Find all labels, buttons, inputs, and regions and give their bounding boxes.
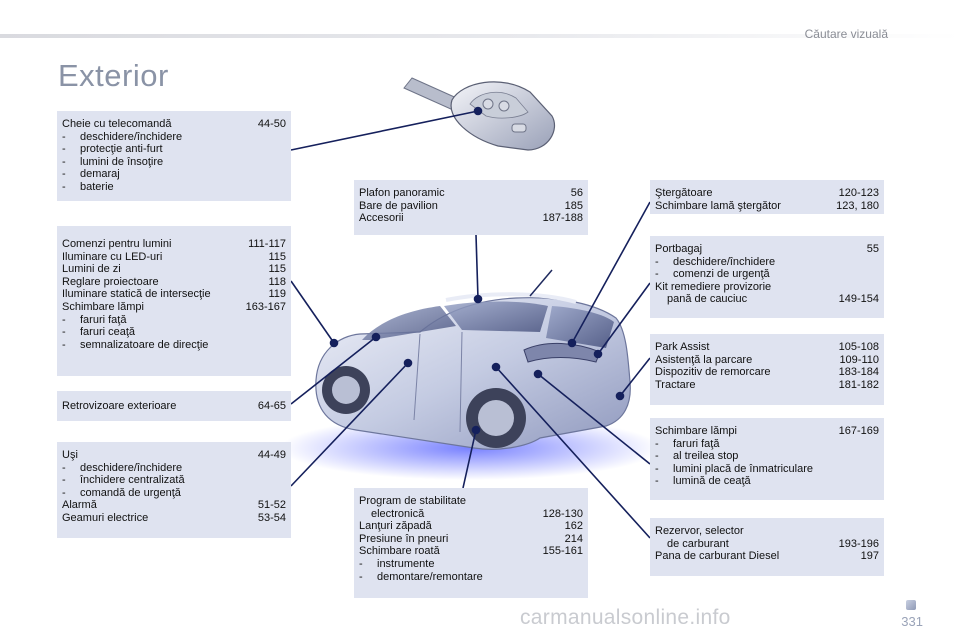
sub-item: -deschidere/închidere (655, 255, 776, 268)
car-body-icon (315, 269, 631, 450)
sub-item: -semnalizatoare de direcţie (62, 338, 209, 351)
sub-item: -comandă de urgenţă (62, 486, 181, 499)
list-item[interactable]: Kit remediere provizorie (655, 280, 772, 293)
sub-item: -lumini de însoţire (62, 155, 164, 168)
key-fob-icon (403, 77, 556, 151)
watermark: carmanualsonline.info (520, 606, 731, 629)
sub-item: -închidere centralizată (62, 474, 185, 487)
sub-item: -demaraj (62, 168, 120, 181)
sub-item: -demontare/remontare (359, 570, 483, 583)
sub-item: -comenzi de urgenţă (655, 268, 770, 281)
sub-item: -lumină de ceaţă (655, 475, 751, 488)
sub-item: -faruri ceaţă (62, 326, 136, 339)
sub-item: -instrumente (359, 557, 435, 570)
sub-item: -faruri faţă (655, 437, 720, 450)
sub-item: -deschidere/închidere (62, 130, 183, 143)
leader-lines (290, 106, 651, 539)
page-title: Exterior (58, 58, 169, 93)
list-item[interactable]: Rezervor, selector (655, 525, 744, 537)
header-rule (0, 34, 960, 38)
sub-item: -deschidere/închidere (62, 461, 183, 474)
sub-item: -protecţie anti-furt (62, 143, 163, 156)
page-marker-icon (906, 600, 916, 610)
section-title: Căutare vizuală (804, 27, 888, 41)
sub-item: -al treilea stop (655, 450, 739, 463)
sub-item: -faruri faţă (62, 313, 127, 326)
sub-item: -baterie (62, 180, 114, 193)
list-item[interactable]: Program de stabilitate (359, 495, 466, 507)
sub-item: -lumini placă de înmatriculare (655, 462, 814, 475)
page-number: 331 (901, 614, 923, 629)
